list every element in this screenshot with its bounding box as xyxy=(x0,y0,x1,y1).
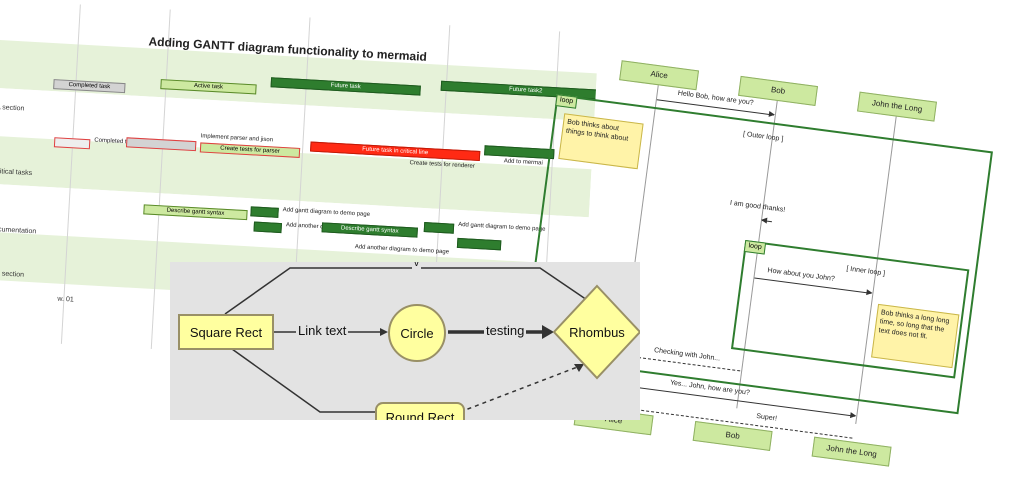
loop-tag: loop xyxy=(555,94,578,109)
section-label: Last section xyxy=(0,270,25,279)
node-round-rect[interactable]: Round Rect xyxy=(375,402,465,420)
message-label: Super! xyxy=(755,412,778,423)
section-label: A section xyxy=(0,104,25,113)
node-circle[interactable]: Circle xyxy=(388,304,446,362)
gantt-task-bar[interactable] xyxy=(253,221,282,234)
actor-john-bottom[interactable]: John the Long xyxy=(811,436,892,467)
loop-tag: loop xyxy=(743,239,767,255)
edge-bottom xyxy=(224,343,375,413)
edge-label: testing xyxy=(484,323,527,338)
edge-dotted xyxy=(459,365,581,413)
gantt-task-bar[interactable] xyxy=(250,206,279,218)
edge-label: v xyxy=(412,262,421,269)
node-rhombus: Rhombus xyxy=(569,324,625,340)
gantt-task-bar[interactable] xyxy=(423,222,455,234)
gantt-task-bar[interactable] xyxy=(53,137,91,150)
edge-arrowhead xyxy=(574,364,584,372)
rhombus-shape[interactable] xyxy=(552,284,640,380)
axis-tick-label: w. 01 xyxy=(57,295,74,304)
note: Bob thinks a long long time, so long tha… xyxy=(871,303,960,369)
node-square-rect[interactable]: Square Rect xyxy=(178,314,274,350)
actor-alice[interactable]: Alice xyxy=(619,60,700,91)
actor-john[interactable]: John the Long xyxy=(857,91,937,122)
edge-arrowhead xyxy=(542,325,554,339)
edge-arrowhead xyxy=(380,328,388,336)
flowchart-diagram: Square Rect Circle Rhombus Round Rect Li… xyxy=(170,262,640,420)
edge-label: Link text xyxy=(296,323,349,338)
